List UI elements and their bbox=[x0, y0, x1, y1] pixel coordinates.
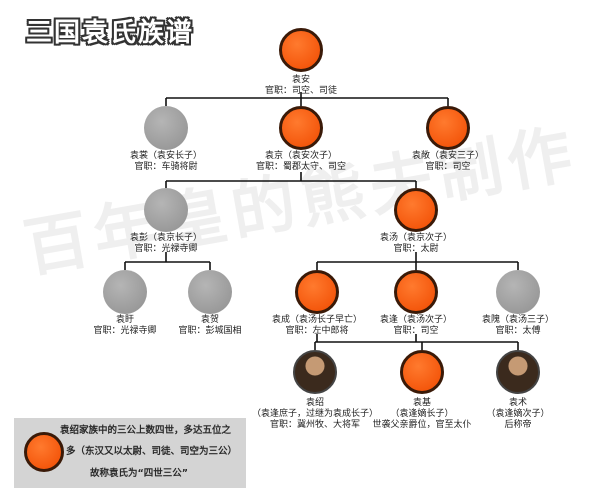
node-yuan-wei bbox=[496, 270, 540, 314]
name-yuan-an: 袁安 bbox=[291, 75, 310, 85]
node-yuan-chang3 bbox=[426, 106, 470, 150]
relation-yuan-shu: （袁逢嫡次子） bbox=[486, 409, 550, 419]
office-yuan-ji: 世袭父亲爵位，官至太仆 bbox=[372, 420, 472, 430]
label-yuan-ji: 袁基 （袁逢嫡长子） 世袭父亲爵位，官至太仆 bbox=[367, 398, 477, 431]
legend-line-1: 袁绍家族中的三公上数四世，多达五位之 bbox=[60, 425, 232, 436]
office-yuan-shao: 官职：冀州牧、大将军 bbox=[269, 420, 360, 430]
name-yuan-chang: 袁裳（袁安长子） bbox=[129, 151, 202, 161]
name-yuan-feng: 袁逢（袁汤次子） bbox=[379, 315, 452, 325]
name-yuan-shao: 袁绍 bbox=[305, 398, 324, 408]
name-yuan-yu: 袁盱 bbox=[115, 315, 134, 325]
label-yuan-feng: 袁逢（袁汤次子） 官职：司空 bbox=[361, 315, 471, 337]
label-yuan-jing: 袁京（袁安次子） 官职：蜀郡太守、司空 bbox=[246, 151, 356, 173]
legend-line-3: 故称袁氏为“四世三公” bbox=[90, 468, 188, 479]
office-yuan-cheng: 官职：左中郎将 bbox=[285, 326, 349, 336]
office-yuan-feng: 官职：司空 bbox=[393, 326, 439, 336]
office-yuan-shu: 后称帝 bbox=[504, 420, 532, 430]
node-yuan-yu bbox=[103, 270, 147, 314]
name-yuan-chang3: 袁敞（袁安三子） bbox=[411, 151, 484, 161]
label-yuan-wei: 袁隗（袁汤三子） 官职：太傅 bbox=[468, 315, 568, 337]
office-yuan-jing: 官职：蜀郡太守、司空 bbox=[255, 162, 346, 172]
label-yuan-chang3: 袁敞（袁安三子） 官职：司空 bbox=[393, 151, 503, 173]
name-yuan-peng: 袁彭（袁京长子） bbox=[129, 233, 202, 243]
label-yuan-cheng: 袁成（袁汤长子早亡） 官职：左中郎将 bbox=[257, 315, 377, 337]
node-yuan-chang bbox=[144, 106, 188, 150]
page-title: 三国袁氏族谱 bbox=[26, 18, 195, 48]
portrait-yuan-shu bbox=[496, 350, 540, 394]
label-yuan-shu: 袁术 （袁逢嫡次子） 后称帝 bbox=[478, 398, 558, 431]
office-yuan-chang3: 官职：司空 bbox=[425, 162, 471, 172]
relation-yuan-shao: （袁逢庶子，过继为袁成长子） bbox=[251, 409, 378, 419]
label-yuan-yu: 袁盱 官职：光禄寺卿 bbox=[75, 315, 175, 337]
name-yuan-cheng: 袁成（袁汤长子早亡） bbox=[271, 315, 362, 325]
label-yuan-chang: 袁裳（袁安长子） 官职：车骑将尉 bbox=[111, 151, 221, 173]
node-yuan-cheng bbox=[295, 270, 339, 314]
node-yuan-he bbox=[188, 270, 232, 314]
office-yuan-wei: 官职：太傅 bbox=[495, 326, 541, 336]
name-yuan-shu: 袁术 bbox=[508, 398, 527, 408]
office-yuan-chang: 官职：车骑将尉 bbox=[134, 162, 198, 172]
node-yuan-feng bbox=[394, 270, 438, 314]
label-yuan-he: 袁贺 官职：彭城国相 bbox=[160, 315, 260, 337]
name-yuan-he: 袁贺 bbox=[200, 315, 219, 325]
legend-orange-dot-icon bbox=[24, 432, 64, 472]
name-yuan-ji: 袁基 bbox=[412, 398, 431, 408]
label-yuan-an: 袁安 官职：司空、司徒 bbox=[251, 75, 351, 97]
label-yuan-shao: 袁绍 （袁逢庶子，过继为袁成长子） 官职：冀州牧、大将军 bbox=[238, 398, 392, 431]
office-yuan-peng: 官职：光禄寺卿 bbox=[134, 244, 198, 254]
node-yuan-ji bbox=[400, 350, 444, 394]
label-yuan-tang: 袁汤（袁京次子） 官职：太尉 bbox=[361, 233, 471, 255]
node-yuan-jing bbox=[279, 106, 323, 150]
office-yuan-tang: 官职：太尉 bbox=[393, 244, 439, 254]
node-yuan-peng bbox=[144, 188, 188, 232]
portrait-yuan-shao bbox=[293, 350, 337, 394]
node-yuan-an bbox=[279, 28, 323, 72]
office-yuan-yu: 官职：光禄寺卿 bbox=[93, 326, 157, 336]
name-yuan-wei: 袁隗（袁汤三子） bbox=[481, 315, 554, 325]
name-yuan-jing: 袁京（袁安次子） bbox=[264, 151, 337, 161]
label-yuan-peng: 袁彭（袁京长子） 官职：光禄寺卿 bbox=[111, 233, 221, 255]
name-yuan-tang: 袁汤（袁京次子） bbox=[379, 233, 452, 243]
office-yuan-an: 官职：司空、司徒 bbox=[264, 86, 337, 96]
relation-yuan-ji: （袁逢嫡长子） bbox=[390, 409, 454, 419]
legend-line-2: 多（东汉又以太尉、司徒、司空为三公） bbox=[66, 446, 238, 457]
node-yuan-tang bbox=[394, 188, 438, 232]
office-yuan-he: 官职：彭城国相 bbox=[178, 326, 242, 336]
legend-box: 袁绍家族中的三公上数四世，多达五位之 多（东汉又以太尉、司徒、司空为三公） 故称… bbox=[14, 418, 246, 488]
